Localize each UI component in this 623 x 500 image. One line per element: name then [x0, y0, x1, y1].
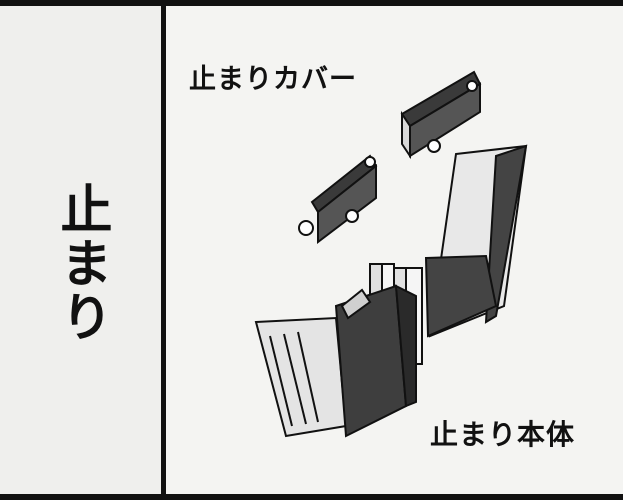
category-label: 止まり — [0, 178, 161, 348]
body-label: 止まり本体 — [430, 413, 575, 453]
category-cell: 止まり — [0, 6, 161, 494]
stop-body-part — [256, 146, 526, 436]
cover-label: 止まりカバー — [189, 57, 357, 96]
cover-part-front — [299, 156, 376, 242]
cover-part-rear — [402, 72, 480, 156]
